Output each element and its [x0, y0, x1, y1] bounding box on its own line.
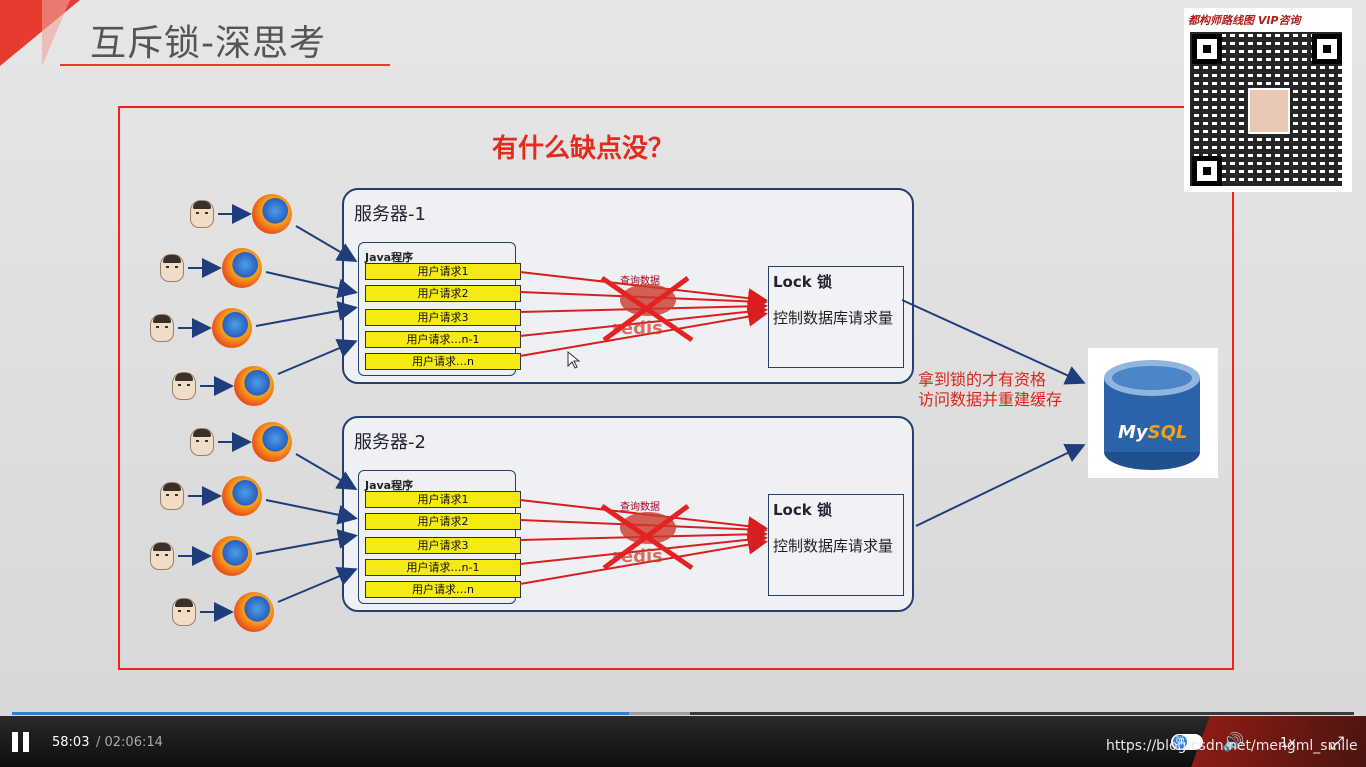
firefox-icon — [252, 194, 292, 234]
server-1-box: 服务器-1 Java程序 用户请求1 用户请求2 用户请求3 用户请求…n-1 … — [342, 188, 914, 384]
danmu-icon[interactable]: 弹 — [1173, 735, 1187, 749]
request-item: 用户请求…n-1 — [365, 559, 521, 576]
note-line-2: 访问数据并重建缓存 — [918, 390, 1063, 409]
progress-bar[interactable] — [12, 712, 1354, 715]
note-line-1: 拿到锁的才有资格 — [918, 370, 1047, 389]
watermark: https://blog.csdn.net/mengml_smile — [1106, 738, 1358, 754]
request-item: 用户请求1 — [365, 263, 521, 280]
redis-icon: redis — [600, 275, 694, 343]
user-face-icon — [172, 598, 196, 626]
request-item: 用户请求2 — [365, 285, 521, 302]
lock-box: Lock 锁 控制数据库请求量 — [768, 266, 904, 368]
request-item: 用户请求…n-1 — [365, 331, 521, 348]
request-item: 用户请求2 — [365, 513, 521, 530]
progress-played — [12, 712, 630, 715]
firefox-icon — [212, 308, 252, 348]
slide-title: 互斥锁-深思考 — [90, 23, 326, 64]
user-face-icon — [160, 254, 184, 282]
firefox-icon — [212, 536, 252, 576]
fullscreen-icon[interactable]: ⤢ — [1330, 733, 1345, 754]
highlight-frame — [118, 106, 1234, 670]
mysql-label: MySQL — [1118, 422, 1188, 443]
request-item: 用户请求…n — [365, 581, 521, 598]
volume-icon[interactable]: 🔊 — [1222, 732, 1245, 753]
pause-icon[interactable] — [12, 732, 30, 752]
lock-note: 拿到锁的才有资格 访问数据并重建缓存 — [918, 370, 1062, 410]
java-label: Java程序 — [365, 479, 414, 492]
slide: 互斥锁-深思考 有什么缺点没？ 服务器-1 Java程序 用户请求1 用户请求2… — [0, 0, 1366, 712]
lock-description: 控制数据库请求量 — [773, 309, 894, 327]
firefox-icon — [234, 592, 274, 632]
player-controls: 58:03 / 02:06:14 弹 🔊 1x ⤢ — [0, 716, 1366, 767]
speed-button[interactable]: 1x — [1280, 736, 1296, 751]
lock-title: Lock 锁 — [773, 273, 832, 291]
java-program-box: Java程序 用户请求1 用户请求2 用户请求3 用户请求…n-1 用户请求…n — [358, 242, 521, 376]
qr-finder — [1192, 34, 1222, 64]
question-text: 有什么缺点没？ — [492, 134, 675, 164]
firefox-icon — [222, 476, 262, 516]
lock-title: Lock 锁 — [773, 501, 832, 519]
user-face-icon — [190, 428, 214, 456]
redis-icon: redis — [600, 503, 694, 571]
title-underline — [60, 64, 390, 66]
user-face-icon — [172, 372, 196, 400]
redis-query-label: 查询数据 — [620, 276, 660, 287]
request-item: 用户请求…n — [365, 353, 521, 370]
diagram-arrows: redis redis — [178, 204, 1086, 622]
request-item: 用户请求3 — [365, 309, 521, 326]
qr-finder — [1312, 34, 1342, 64]
qr-code-panel: 都构师路线图 VIP咨询 — [1184, 8, 1352, 192]
user-face-icon — [150, 542, 174, 570]
firefox-icon — [252, 422, 292, 462]
server-label: 服务器-2 — [354, 432, 426, 453]
java-label: Java程序 — [365, 251, 414, 264]
mysql-icon: MySQL — [1088, 348, 1218, 478]
redis-query-label: 查询数据 — [620, 502, 660, 513]
current-time: 58:03 — [52, 735, 90, 750]
qr-title: 都构师路线图 VIP咨询 — [1188, 14, 1301, 27]
user-face-icon — [190, 200, 214, 228]
avatar — [1248, 88, 1290, 134]
title-accent-stripe — [42, 0, 70, 66]
qr-finder — [1192, 156, 1222, 186]
mouse-cursor-icon — [567, 350, 581, 369]
lock-box: Lock 锁 控制数据库请求量 — [768, 494, 904, 596]
user-face-icon — [160, 482, 184, 510]
user-face-icon — [150, 314, 174, 342]
total-time: / 02:06:14 — [96, 735, 163, 750]
request-item: 用户请求3 — [365, 537, 521, 554]
lock-description: 控制数据库请求量 — [773, 537, 894, 555]
firefox-icon — [234, 366, 274, 406]
server-label: 服务器-1 — [354, 204, 426, 225]
firefox-icon — [222, 248, 262, 288]
